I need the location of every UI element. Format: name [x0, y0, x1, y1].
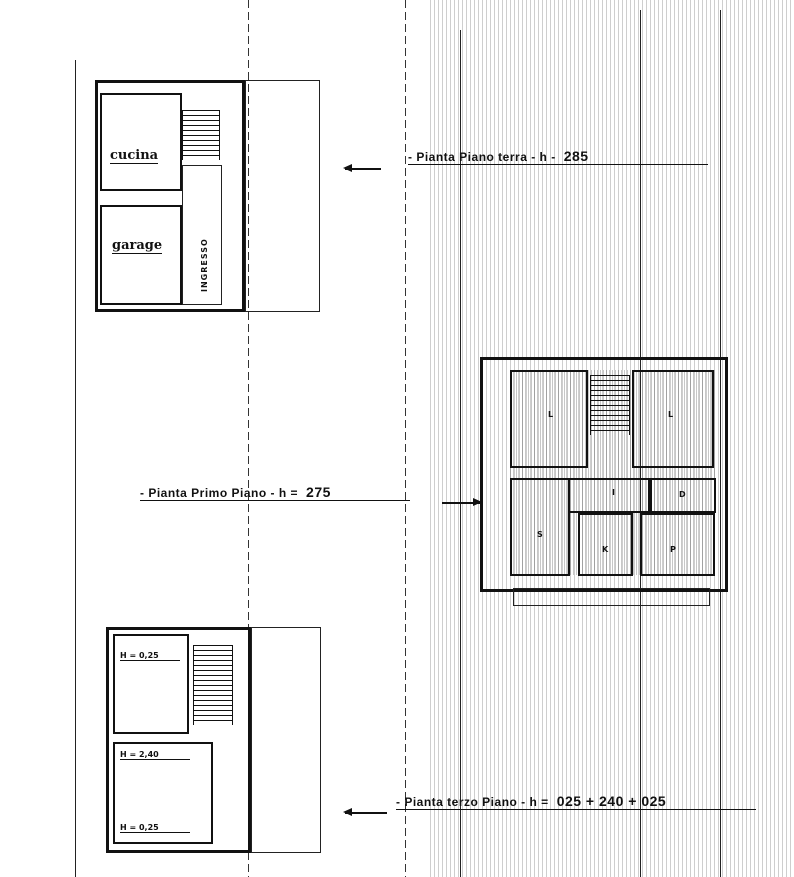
scan-line — [75, 60, 76, 877]
first-balcony — [513, 588, 710, 606]
third-room-top — [113, 634, 189, 734]
scan-line — [405, 0, 406, 877]
room-garage — [100, 205, 182, 305]
ground-stairs — [182, 110, 220, 160]
scan-line — [640, 10, 641, 877]
label-K: K — [602, 545, 609, 554]
label-I: I — [612, 488, 615, 497]
room-ingresso — [182, 165, 222, 305]
room-L-left — [510, 370, 588, 468]
room-P — [640, 513, 715, 576]
scan-line — [248, 0, 249, 877]
scan-texture-right — [430, 0, 794, 877]
first-stairs — [590, 375, 630, 435]
ground-pointer-arrow — [343, 165, 381, 171]
label-garage: garage — [112, 238, 163, 254]
label-ingresso: INGRESSO — [200, 238, 209, 292]
room-D — [650, 478, 716, 513]
room-cucina — [100, 93, 182, 191]
room-L-right — [632, 370, 714, 468]
label-D: D — [679, 490, 686, 499]
label-P: P — [670, 545, 676, 554]
scan-line — [720, 10, 721, 877]
third-right-extension — [251, 627, 321, 853]
third-pointer-arrow — [343, 809, 387, 815]
first-outer-wall — [480, 357, 728, 592]
label-cucina: cucina — [110, 148, 159, 164]
label-L-left: L — [548, 410, 554, 419]
third-room-bottom — [113, 742, 213, 844]
room-I — [568, 478, 650, 513]
third-floor-title: - Pianta terzo Piano - h =025 + 240 + 02… — [396, 793, 756, 810]
third-stairs — [193, 645, 233, 725]
room-K — [578, 513, 633, 576]
first-pointer-arrow — [442, 499, 482, 505]
first-floor-title: - Pianta Primo Piano - h =275 — [140, 484, 410, 501]
third-outer-wall — [106, 627, 251, 853]
room-S — [510, 478, 570, 576]
label-L-right: L — [668, 410, 674, 419]
scan-line — [460, 30, 461, 877]
label-S: S — [537, 530, 543, 539]
height-label-bottom: H = 0,25 — [120, 823, 190, 833]
ground-outer-wall — [95, 80, 245, 312]
height-label-middle: H = 2,40 — [120, 750, 190, 760]
height-label-top: H = 0,25 — [120, 651, 180, 661]
ground-right-extension — [245, 80, 320, 312]
ground-floor-title: - Pianta Piano terra - h -285 — [408, 148, 708, 165]
